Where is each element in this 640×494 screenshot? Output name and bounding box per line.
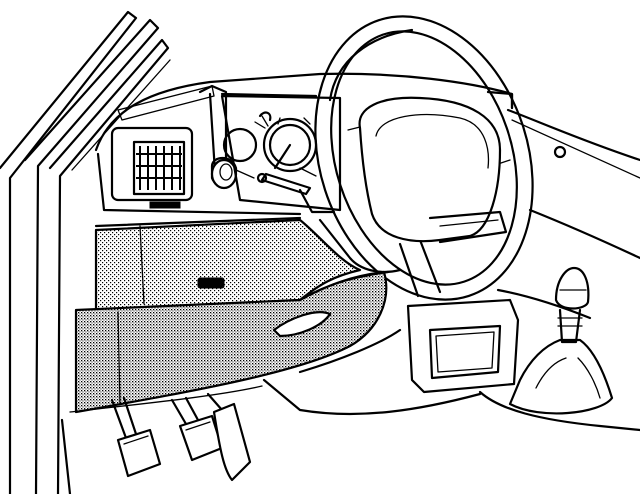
dashboard xyxy=(94,72,640,260)
floor-edge xyxy=(69,385,263,413)
clutch-pedal xyxy=(110,396,162,478)
airbag-hub xyxy=(358,96,508,244)
windscreen-pillar xyxy=(0,10,171,494)
brake-pedal xyxy=(170,396,224,462)
gear-lever xyxy=(508,266,614,415)
instrument-cluster xyxy=(220,94,342,212)
light-switch-knob xyxy=(210,156,238,190)
dashboard-lower-edge xyxy=(262,328,482,416)
steering-wheel xyxy=(314,15,534,301)
centre-console xyxy=(406,288,640,432)
air-vent xyxy=(110,126,194,209)
accelerator-pedal xyxy=(206,392,252,482)
steering-column xyxy=(256,172,402,274)
glovebox-lower xyxy=(74,270,390,414)
glovebox-upper xyxy=(94,216,362,312)
